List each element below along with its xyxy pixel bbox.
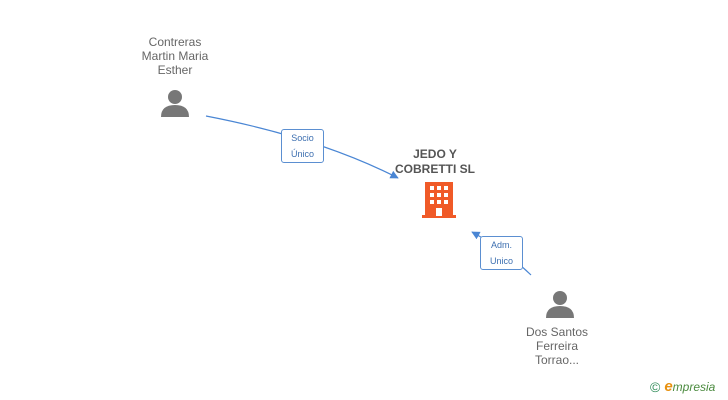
person-name-line: Contreras [148, 35, 202, 49]
person-name-line: Martin Maria [141, 49, 209, 63]
person-name-line: Ferreira [535, 339, 578, 353]
edge-label-line: Único [290, 149, 314, 159]
edge-label-adm-unico: Adm. Unico [480, 236, 523, 270]
building-icon[interactable] [422, 182, 456, 218]
person-icon[interactable] [545, 290, 575, 318]
person-name-line: Torrao... [534, 353, 579, 367]
person-name-dos-santos[interactable]: Dos Santos Ferreira Torrao... [502, 325, 612, 367]
person-name-line: Dos Santos [525, 325, 589, 339]
brand-initial: e [664, 378, 673, 395]
edge-label-socio-unico: Socio Único [281, 129, 324, 163]
person-icon[interactable] [160, 89, 190, 117]
copyright-icon: © [650, 378, 661, 395]
edge-label-line: Unico [489, 256, 513, 266]
brand-text: mpresia [672, 379, 716, 394]
company-name[interactable]: JEDO Y COBRETTI SL [380, 147, 490, 177]
edge-label-line: Adm. [490, 240, 512, 250]
company-name-line: COBRETTI SL [395, 162, 475, 176]
empresia-logo: © e mpresia [650, 378, 715, 395]
edge-label-line: Socio [291, 133, 314, 143]
person-name-line: Esther [157, 63, 193, 77]
company-name-line: JEDO Y [413, 147, 457, 161]
person-name-contreras[interactable]: Contreras Martin Maria Esther [120, 35, 230, 77]
